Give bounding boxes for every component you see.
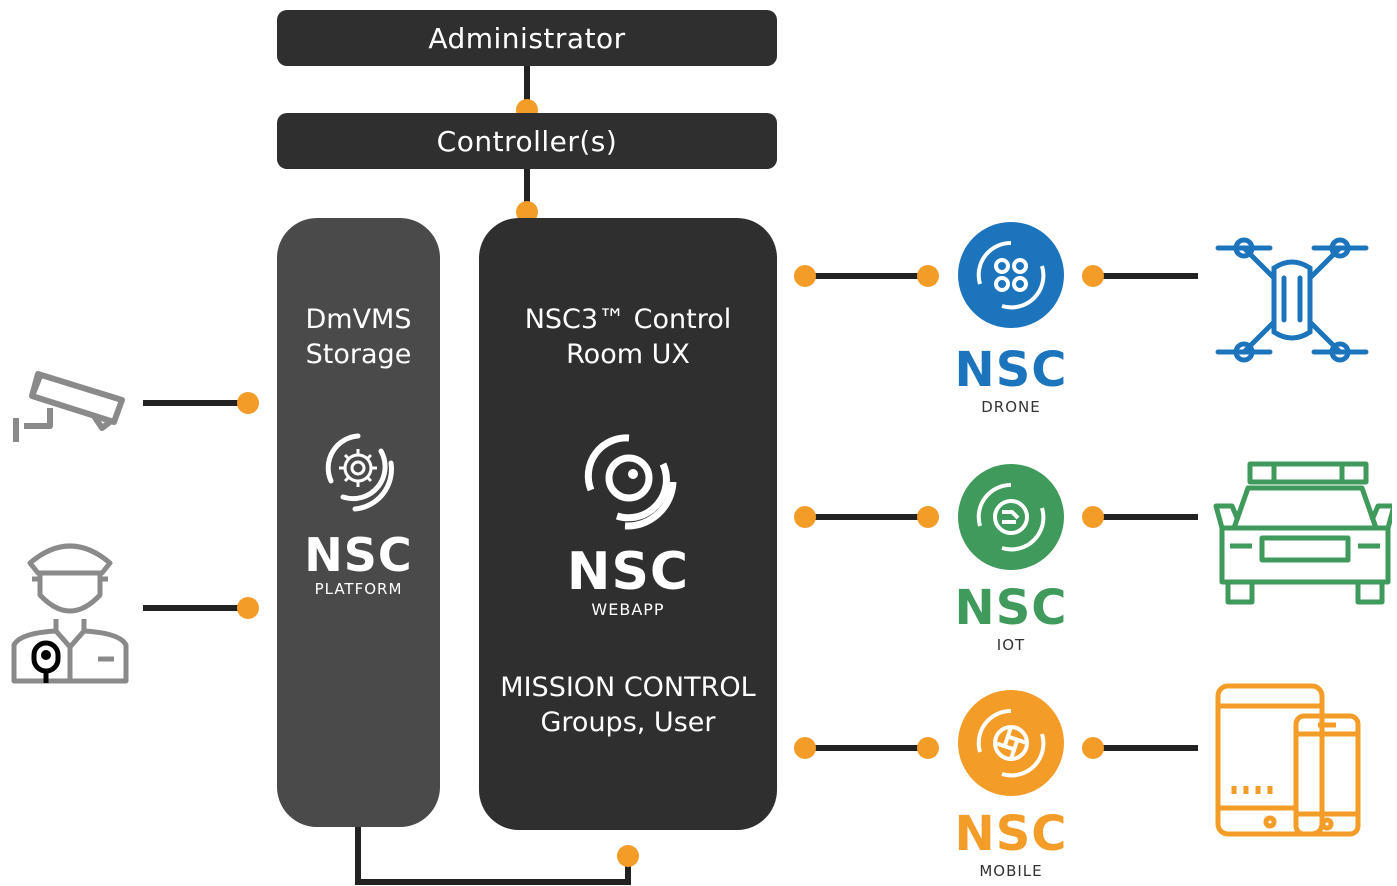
connector-dot: [794, 506, 816, 528]
security-officer-bodycam-icon: [11, 543, 129, 684]
connector-dot: [794, 265, 816, 287]
storage-column: DmVMS Storage NSC PLATFORM: [277, 218, 440, 827]
connector-dot: [1082, 506, 1104, 528]
mobile-node-label: NSC MOBILE: [954, 806, 1068, 880]
cctv-camera-icon: [13, 371, 125, 442]
connector-dot: [1082, 265, 1104, 287]
platform-gear-icon: [325, 433, 394, 512]
administrator-bar: Administrator: [277, 10, 777, 66]
connector-dot: [917, 265, 939, 287]
police-car-icon: [1213, 461, 1392, 605]
webapp-brand: NSC WEBAPP: [566, 542, 690, 619]
connector-dot: [917, 506, 939, 528]
connector-dot: [237, 597, 259, 619]
administrator-label: Administrator: [428, 21, 626, 55]
connector-dot: [617, 845, 639, 867]
control-room-title: NSC3™ Control Room UX: [524, 304, 732, 370]
mission-control-text: MISSION CONTROL Groups, User: [500, 672, 756, 738]
connector-dot: [237, 392, 259, 414]
connector-dot: [1082, 737, 1104, 759]
connector-dot: [794, 737, 816, 759]
controllers-label: Controller(s): [436, 124, 618, 158]
shutter-badge-icon: [958, 690, 1064, 796]
storage-title: DmVMS Storage: [305, 304, 412, 370]
tablet-phone-icon: [1215, 683, 1361, 837]
drone-node-label: NSC DRONE: [954, 342, 1068, 416]
controllers-bar: Controller(s): [277, 113, 777, 169]
iot-node-label: NSC IOT: [954, 580, 1068, 654]
webapp-camera-lens-icon: [584, 434, 677, 530]
iot-chip-badge-icon: [958, 464, 1064, 570]
connector-dot: [917, 737, 939, 759]
drone-badge-icon: [958, 222, 1064, 328]
connector-dot: [516, 201, 538, 223]
drone-icon: [1215, 237, 1369, 363]
platform-brand: NSC PLATFORM: [304, 528, 413, 598]
control-room-column: NSC3™ Control Room UX NSC WEBAPP MISSION…: [479, 218, 777, 830]
